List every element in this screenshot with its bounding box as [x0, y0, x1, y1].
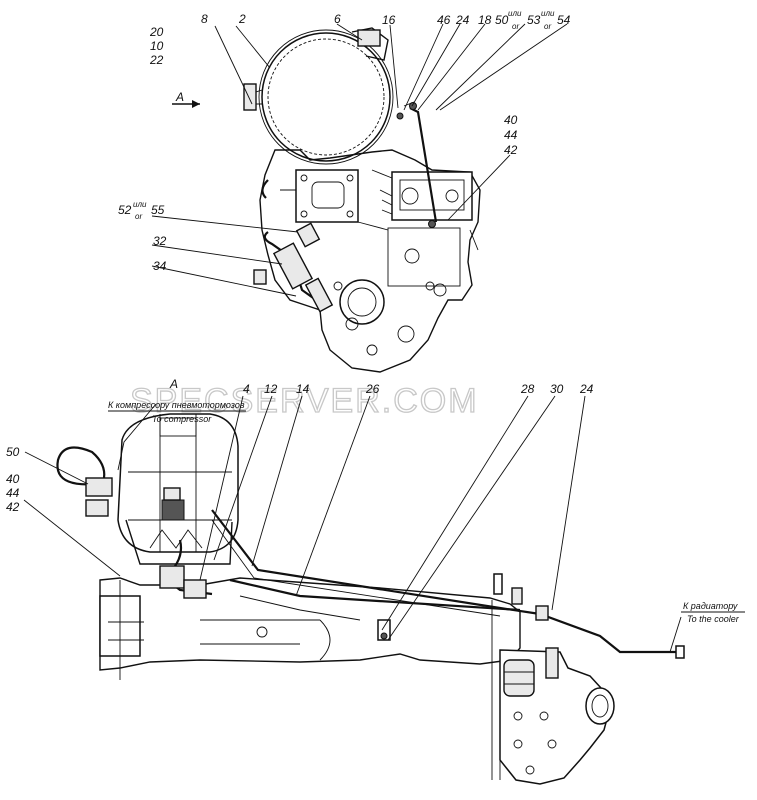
lower-pipes: [159, 509, 685, 659]
callout-50-or: or: [512, 22, 519, 31]
callout-18: 18: [478, 13, 492, 27]
upper-leader-lines: [151, 23, 568, 297]
callout-40-bottom: 40: [6, 472, 20, 486]
callout-52: 52: [118, 203, 132, 217]
lower-leader-lines: [23, 395, 682, 653]
callout-16: 16: [382, 13, 396, 27]
callout-42-top: 42: [504, 143, 518, 157]
expansion-tank: [56, 413, 239, 565]
callout-28: 28: [520, 382, 535, 396]
thermostat-housing: [491, 600, 615, 785]
callout-34: 34: [153, 259, 167, 273]
callout-30: 30: [550, 382, 564, 396]
view-a-label: A: [175, 90, 184, 104]
callout-50-ili: или: [508, 9, 522, 18]
callout-10: 10: [150, 39, 164, 53]
callout-42-bottom: 42: [6, 500, 20, 514]
callout-6: 6: [334, 12, 341, 26]
callout-50-top: 50: [495, 13, 509, 27]
callout-22: 22: [149, 53, 164, 67]
upper-pipes: [253, 101, 438, 313]
upper-view: A 8 2 6 16 46 24 18: [118, 9, 571, 373]
callout-32: 32: [153, 234, 167, 248]
callout-53: 53: [527, 13, 541, 27]
lower-view-title: A: [169, 377, 178, 391]
filter-canister: [243, 27, 394, 165]
callout-44-top: 44: [504, 128, 518, 142]
callout-2: 2: [238, 12, 246, 26]
callout-55: 55: [151, 203, 165, 217]
upper-callouts: 8 2 6 16 46 24 18 50 или or 53 или or 54…: [118, 9, 571, 273]
view-a-arrow: A: [172, 90, 200, 108]
lower-manifold: [99, 577, 521, 680]
callout-46: 46: [437, 13, 451, 27]
lower-view: A: [6, 377, 745, 785]
callout-20: 20: [149, 25, 164, 39]
callout-8: 8: [201, 12, 208, 26]
callout-4: 4: [243, 382, 250, 396]
lower-callouts: К компрессору пневмотормозов To compress…: [6, 382, 745, 624]
callout-52-or: or: [135, 212, 142, 221]
callout-53-ili: или: [541, 9, 555, 18]
callout-12: 12: [264, 382, 278, 396]
compressor-label-en: To compressor: [152, 414, 212, 424]
callout-52-ili: или: [133, 200, 147, 209]
callout-54: 54: [557, 13, 571, 27]
callout-53-or: or: [544, 22, 551, 31]
callout-24-top: 24: [455, 13, 470, 27]
compressor-label-ru: К компрессору пневмотормозов: [108, 400, 245, 410]
radiator-label-en: To the cooler: [687, 614, 740, 624]
callout-44-bottom: 44: [6, 486, 20, 500]
callout-24-bottom: 24: [579, 382, 594, 396]
callout-40-top: 40: [504, 113, 518, 127]
callout-50-bottom: 50: [6, 445, 20, 459]
radiator-label-ru: К радиатору: [683, 601, 738, 611]
callout-14: 14: [296, 382, 310, 396]
callout-26: 26: [365, 382, 380, 396]
